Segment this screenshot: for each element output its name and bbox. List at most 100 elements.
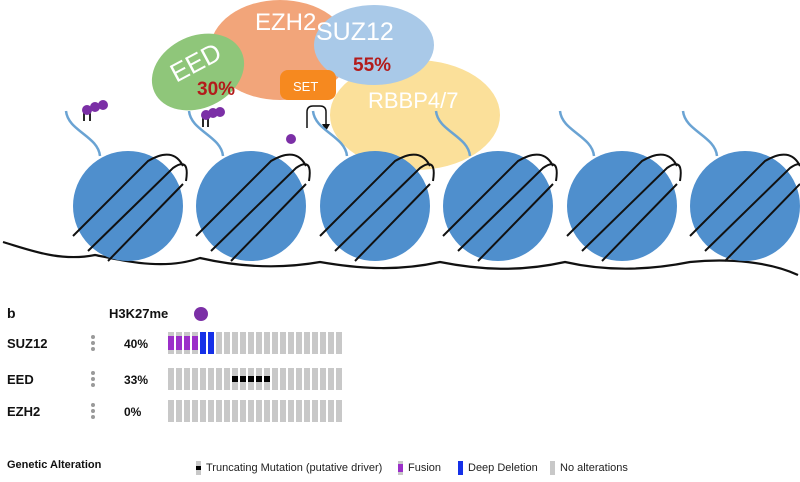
gene-label-suz12: SUZ12: [7, 336, 48, 351]
sample-cell[interactable]: [328, 400, 334, 422]
sample-cell[interactable]: [216, 332, 222, 354]
h3k27me-label: H3K27me: [109, 306, 169, 321]
sample-cell[interactable]: [336, 368, 342, 390]
sample-cell[interactable]: [192, 332, 198, 354]
sample-cell[interactable]: [320, 368, 326, 390]
nucleosome-core: [196, 151, 306, 261]
sample-cell[interactable]: [248, 368, 254, 390]
sample-cell[interactable]: [184, 368, 190, 390]
truncating-swatch-icon: [196, 461, 201, 475]
sample-cell[interactable]: [304, 368, 310, 390]
oncoprint-track: [168, 332, 342, 354]
set-arrow: [306, 105, 327, 128]
set-label: SET: [293, 79, 318, 94]
sample-cell[interactable]: [288, 332, 294, 354]
sample-cell[interactable]: [256, 400, 262, 422]
sample-cell[interactable]: [224, 400, 230, 422]
sample-cell[interactable]: [272, 400, 278, 422]
sample-cell[interactable]: [224, 368, 230, 390]
sample-cell[interactable]: [296, 332, 302, 354]
eed-blob: [151, 33, 245, 111]
row-menu-icon[interactable]: [91, 403, 95, 421]
sample-cell[interactable]: [232, 332, 238, 354]
sample-cell[interactable]: [240, 400, 246, 422]
sample-cell[interactable]: [304, 400, 310, 422]
suz12-blob: [314, 5, 434, 85]
sample-cell[interactable]: [328, 332, 334, 354]
sample-cell[interactable]: [232, 368, 238, 390]
sample-cell[interactable]: [288, 368, 294, 390]
sample-cell[interactable]: [264, 332, 270, 354]
sample-cell[interactable]: [176, 368, 182, 390]
sample-cell[interactable]: [264, 400, 270, 422]
sample-cell[interactable]: [256, 332, 262, 354]
sample-cell[interactable]: [216, 368, 222, 390]
sample-cell[interactable]: [200, 332, 206, 354]
sample-cell[interactable]: [184, 400, 190, 422]
sample-cell[interactable]: [280, 332, 286, 354]
sample-cell[interactable]: [168, 368, 174, 390]
sample-cell[interactable]: [232, 400, 238, 422]
histone-tail: [681, 110, 719, 157]
dna-wrap: [566, 153, 682, 262]
sample-cell[interactable]: [200, 400, 206, 422]
alteration-percentage: 0%: [124, 405, 142, 419]
sample-cell[interactable]: [240, 332, 246, 354]
sample-cell[interactable]: [296, 400, 302, 422]
sample-cell[interactable]: [248, 400, 254, 422]
sample-cell[interactable]: [184, 332, 190, 354]
alteration-percentage: 33%: [124, 373, 149, 387]
sample-cell[interactable]: [192, 400, 198, 422]
sample-cell[interactable]: [336, 332, 342, 354]
sample-cell[interactable]: [288, 400, 294, 422]
legend-no-alterations-label: No alterations: [560, 462, 628, 474]
sample-cell[interactable]: [224, 332, 230, 354]
sample-cell[interactable]: [168, 400, 174, 422]
nucleosome-row: [64, 110, 800, 262]
nucleosome-core: [443, 151, 553, 261]
sample-cell[interactable]: [328, 368, 334, 390]
suz12-pct: 55%: [353, 55, 391, 76]
sample-cell[interactable]: [320, 400, 326, 422]
sample-cell[interactable]: [168, 332, 174, 354]
sample-cell[interactable]: [272, 332, 278, 354]
sample-cell[interactable]: [192, 368, 198, 390]
sample-cell[interactable]: [280, 400, 286, 422]
gene-label-ezh2: EZH2: [7, 404, 41, 419]
legend-no-alterations: No alterations: [550, 461, 628, 475]
sample-cell[interactable]: [256, 368, 262, 390]
histone-tail: [187, 110, 225, 157]
sample-cell[interactable]: [312, 368, 318, 390]
suz12-label: SUZ12: [316, 18, 394, 46]
nucleosome-core: [73, 151, 183, 261]
sample-cell[interactable]: [200, 368, 206, 390]
methyl-cluster-2: [201, 107, 225, 127]
sample-cell[interactable]: [176, 400, 182, 422]
row-menu-icon[interactable]: [91, 335, 95, 353]
sample-cell[interactable]: [240, 368, 246, 390]
sample-cell[interactable]: [216, 400, 222, 422]
sample-cell[interactable]: [248, 332, 254, 354]
prc2-nucleosome-diagram: EZH2 SUZ12 55% EED 30% RBBP4/7 SET: [2, 0, 800, 276]
sample-cell[interactable]: [264, 368, 270, 390]
sample-cell[interactable]: [336, 400, 342, 422]
histone-tail: [434, 110, 472, 157]
sample-cell[interactable]: [280, 368, 286, 390]
sample-cell[interactable]: [312, 332, 318, 354]
sample-cell[interactable]: [208, 332, 214, 354]
sample-cell[interactable]: [304, 332, 310, 354]
legend-truncating: Truncating Mutation (putative driver): [196, 461, 382, 475]
sample-cell[interactable]: [272, 368, 278, 390]
histone-tail: [558, 110, 596, 157]
legend-title: Genetic Alteration: [7, 459, 102, 471]
sample-cell[interactable]: [312, 400, 318, 422]
rbbp-label: RBBP4/7: [368, 88, 459, 113]
sample-cell[interactable]: [320, 332, 326, 354]
sample-cell[interactable]: [208, 400, 214, 422]
row-menu-icon[interactable]: [91, 371, 95, 389]
fusion-swatch-icon: [398, 461, 403, 475]
sample-cell[interactable]: [296, 368, 302, 390]
sample-cell[interactable]: [208, 368, 214, 390]
oncoprint-track: [168, 368, 342, 390]
sample-cell[interactable]: [176, 332, 182, 354]
